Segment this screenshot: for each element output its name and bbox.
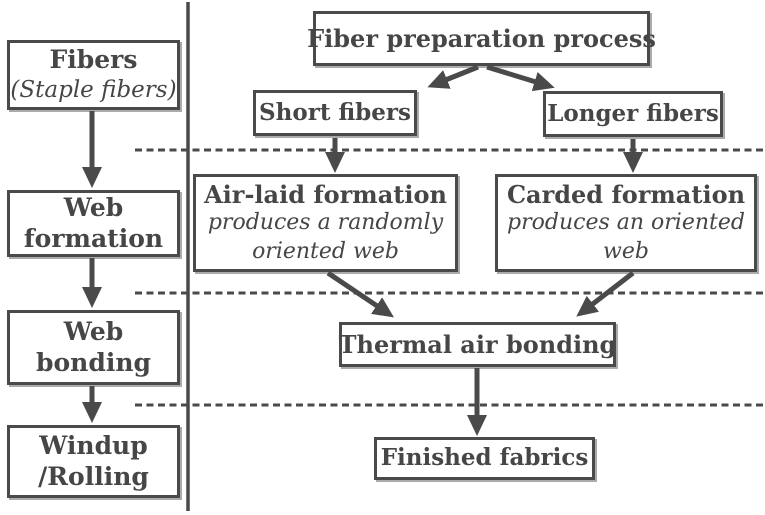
web-bonding-label-line2: bonding: [36, 347, 151, 377]
carded-formation-desc-line1: produces an oriented: [507, 210, 745, 236]
thermal-air-bonding-box: Thermal air bonding: [339, 322, 616, 367]
arrow-air-laid-to-thermal-bonding: [326, 270, 394, 318]
short-fibers-box: Short fibers: [253, 90, 417, 136]
carded-formation-box: Carded formation produces an oriented we…: [495, 174, 757, 272]
fibers-label: Fibers: [49, 45, 138, 75]
arrow-preparation-to-longer-fibers: [486, 64, 555, 92]
windup-rolling-box: Windup /Rolling: [7, 425, 180, 498]
web-bonding-label-line1: Web: [63, 317, 124, 346]
web-bonding-box: Web bonding: [7, 310, 180, 385]
windup-rolling-label-line1: Windup: [39, 431, 148, 460]
fiber-preparation-process-label: Fiber preparation process: [307, 23, 656, 53]
fiber-preparation-process-box: Fiber preparation process: [307, 11, 656, 66]
arrow-preparation-to-short-fibers: [427, 64, 479, 89]
web-formation-box: Web formation: [7, 190, 180, 257]
thermal-air-bonding-label: Thermal air bonding: [338, 329, 617, 359]
windup-rolling-label-line2: /Rolling: [38, 461, 149, 491]
short-fibers-label: Short fibers: [259, 98, 411, 126]
staple-fibers-label: (Staple fibers): [10, 76, 177, 103]
air-laid-formation-desc-line1: produces a randomly: [207, 210, 444, 236]
carded-formation-title: Carded formation: [506, 180, 746, 210]
finished-fabrics-label: Finished fabrics: [380, 444, 589, 472]
web-formation-label-line1: Web: [63, 193, 124, 222]
web-formation-label-line2: formation: [23, 223, 164, 253]
air-laid-formation-desc-line2: oriented web: [252, 238, 399, 264]
longer-fibers-box: Longer fibers: [543, 91, 723, 137]
air-laid-formation-title: Air-laid formation: [204, 180, 447, 210]
carded-formation-desc-line2: web: [603, 238, 649, 264]
air-laid-formation-box: Air-laid formation produces a randomly o…: [193, 174, 458, 272]
arrow-carded-to-thermal-bonding: [576, 271, 635, 317]
fibers-box: Fibers (Staple fibers): [7, 40, 180, 110]
longer-fibers-label: Longer fibers: [547, 99, 719, 127]
finished-fabrics-box: Finished fabrics: [374, 437, 595, 480]
